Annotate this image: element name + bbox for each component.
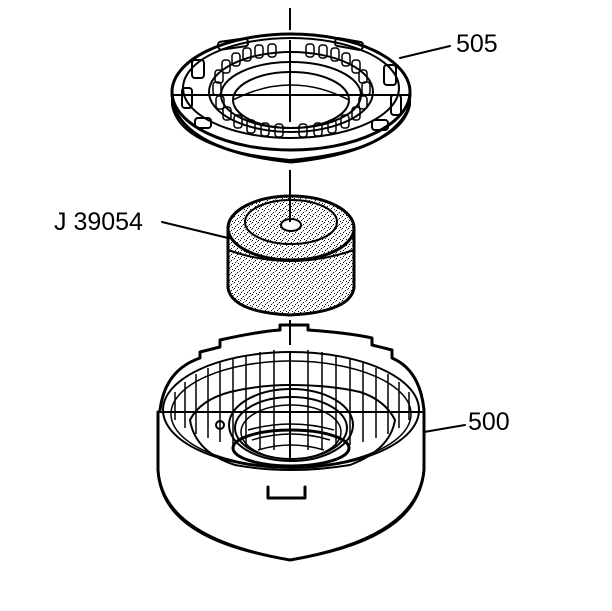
housing-500 [156, 323, 466, 562]
callout-505: 505 [456, 30, 498, 58]
callout-j39054: J 39054 [54, 208, 143, 236]
housing-hole [215, 420, 225, 430]
callout-500: 500 [468, 408, 510, 436]
tool-j39054 [161, 194, 356, 317]
bearing-slots [181, 37, 402, 131]
bearing-rollers [212, 43, 371, 138]
bearing-505 [170, 32, 451, 164]
